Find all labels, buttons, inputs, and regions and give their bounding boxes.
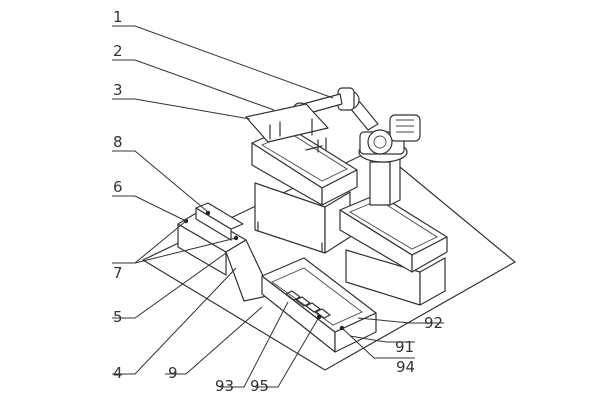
callout-1: 1 <box>113 8 123 26</box>
callout-2: 2 <box>113 42 123 60</box>
callout-5: 5 <box>113 308 123 326</box>
callout-labels: 1 2 3 8 6 7 5 4 9 93 95 94 91 92 <box>113 8 443 395</box>
callout-91: 91 <box>395 338 414 356</box>
central-work-table <box>251 126 358 254</box>
gripper-plate <box>245 103 329 153</box>
left-pedestal <box>177 202 273 302</box>
callout-4: 4 <box>113 364 123 382</box>
callout-9: 9 <box>168 364 178 382</box>
callout-7: 7 <box>113 264 123 282</box>
callout-8: 8 <box>113 133 123 151</box>
robot-column <box>369 157 401 206</box>
leader-lines <box>112 25 444 388</box>
callout-94: 94 <box>396 358 415 376</box>
callout-93: 93 <box>215 377 234 395</box>
callout-6: 6 <box>113 178 123 196</box>
front-bin <box>261 257 377 353</box>
callout-95: 95 <box>250 377 269 395</box>
callout-3: 3 <box>113 81 123 99</box>
callout-92: 92 <box>424 314 443 332</box>
right-work-table <box>339 193 448 306</box>
